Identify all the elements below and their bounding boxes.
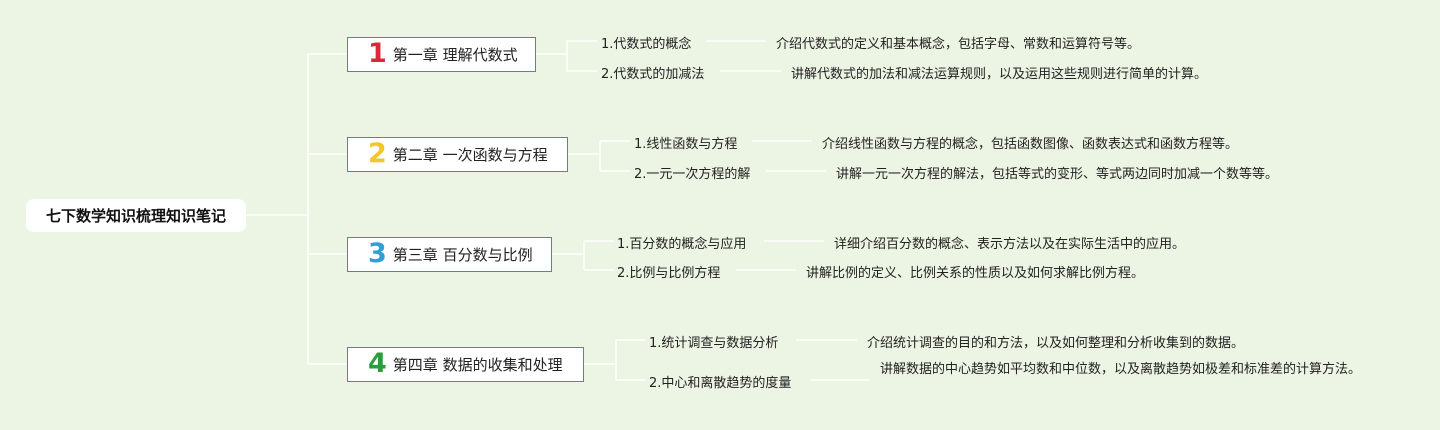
chapter-number-3: 3: [368, 238, 387, 269]
chapter-title-1: 第一章 理解代数式: [392, 46, 518, 64]
topic-description: 介绍统计调查的目的和方法，以及如何整理和分析收集到的数据。: [867, 336, 1245, 351]
root-title: 七下数学知识梳理知识笔记: [45, 207, 226, 225]
topic-label[interactable]: 1.线性函数与方程: [634, 137, 738, 152]
topic-label[interactable]: 2.一元一次方程的解: [634, 167, 751, 182]
topic-description: 讲解比例的定义、比例关系的性质以及如何求解比例方程。: [806, 266, 1145, 281]
topic-label[interactable]: 2.比例与比例方程: [617, 266, 721, 281]
chapter-node-2[interactable]: 2 第二章 一次函数与方程: [347, 137, 568, 172]
topic-label[interactable]: 2.中心和离散趋势的度量: [649, 376, 792, 391]
chapter-title-2: 第二章 一次函数与方程: [392, 146, 548, 164]
chapter-title-3: 第三章 百分数与比例: [392, 246, 533, 264]
topic-label[interactable]: 2.代数式的加减法: [601, 67, 705, 82]
topic-label[interactable]: 1.统计调查与数据分析: [649, 336, 779, 351]
chapter-node-3[interactable]: 3 第三章 百分数与比例: [347, 237, 552, 272]
chapter-number-4: 4: [368, 348, 387, 379]
topic-description: 详细介绍百分数的概念、表示方法以及在实际生活中的应用。: [834, 237, 1186, 252]
chapter-number-2: 2: [368, 138, 387, 169]
topic-description: 介绍代数式的定义和基本概念，包括字母、常数和运算符号等。: [776, 37, 1141, 52]
chapter-title-4: 第四章 数据的收集和处理: [392, 356, 563, 374]
topic-description: 讲解一元一次方程的解法，包括等式的变形、等式两边同时加减一个数等等。: [836, 167, 1279, 182]
root-node[interactable]: 七下数学知识梳理知识笔记: [26, 199, 246, 232]
topic-description: 介绍线性函数与方程的概念，包括函数图像、函数表达式和函数方程等。: [822, 137, 1239, 152]
topic-description: 讲解数据的中心趋势如平均数和中位数，以及离散趋势如极差和标准差的计算方法。: [880, 362, 1362, 377]
chapter-node-4[interactable]: 4 第四章 数据的收集和处理: [347, 347, 584, 382]
topic-label[interactable]: 1.百分数的概念与应用: [617, 237, 747, 252]
topic-description: 讲解代数式的加法和减法运算规则，以及运用这些规则进行简单的计算。: [791, 67, 1208, 82]
chapter-node-1[interactable]: 1 第一章 理解代数式: [347, 37, 536, 72]
chapter-number-1: 1: [368, 38, 387, 69]
topic-label[interactable]: 1.代数式的概念: [601, 37, 692, 52]
